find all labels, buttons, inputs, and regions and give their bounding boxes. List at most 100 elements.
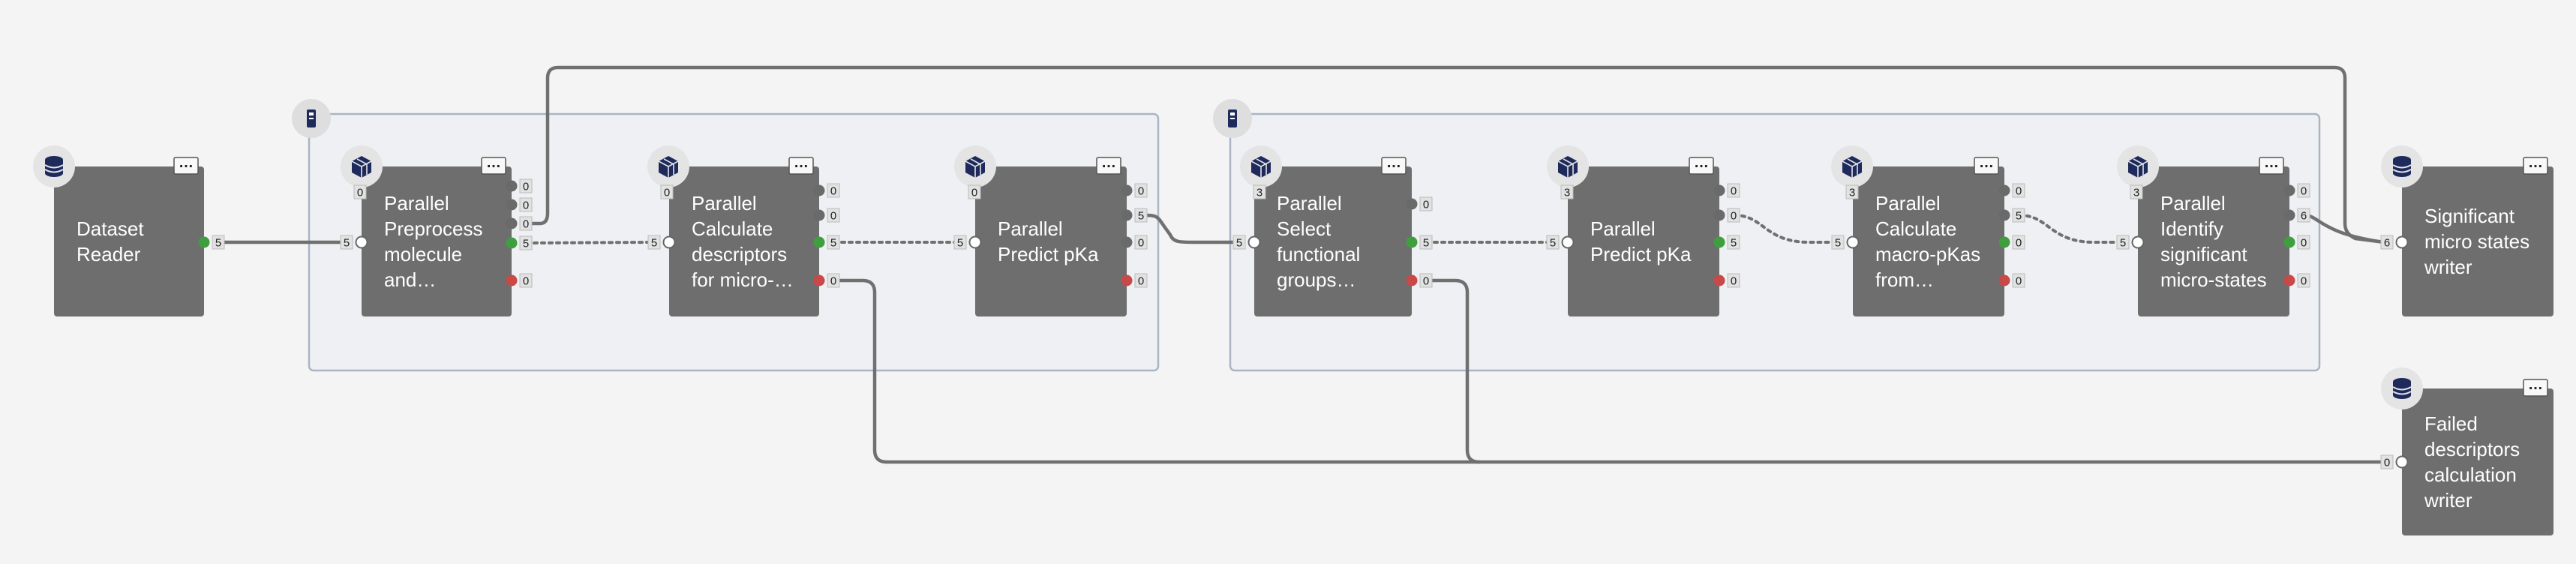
- node-label-line: Significant: [2424, 205, 2515, 227]
- output-port-green[interactable]: [1713, 236, 1725, 248]
- output-port-gray[interactable]: [1121, 184, 1133, 196]
- output-port-gray[interactable]: [1406, 198, 1418, 210]
- input-port[interactable]: [968, 236, 982, 249]
- output-count-label: 0: [1138, 185, 1144, 198]
- output-port-gray[interactable]: [2283, 184, 2295, 196]
- node-label-line: writer: [2424, 256, 2472, 278]
- node-menu-button[interactable]: [2259, 157, 2284, 175]
- output-port-gray[interactable]: [813, 184, 825, 196]
- output-count-box: [519, 236, 533, 250]
- node-body[interactable]: [2402, 166, 2553, 316]
- output-port-red[interactable]: [506, 274, 518, 286]
- output-count-label: 0: [830, 275, 836, 288]
- input-port[interactable]: [2395, 455, 2409, 469]
- node-body[interactable]: [1853, 166, 2004, 316]
- output-port-green[interactable]: [1406, 236, 1418, 248]
- output-port-green[interactable]: [1998, 236, 2010, 248]
- output-count-box: [1419, 196, 1433, 212]
- node-menu-button[interactable]: [481, 157, 506, 175]
- output-count-box: [1134, 235, 1148, 250]
- output-port-gray[interactable]: [506, 218, 518, 230]
- node-menu-button[interactable]: [2523, 379, 2548, 397]
- cube-edges: [1842, 158, 1863, 178]
- output-port-gray[interactable]: [1121, 209, 1133, 221]
- node-label-line: functional: [1277, 243, 1360, 266]
- output-port-gray[interactable]: [813, 209, 825, 221]
- node-label-line: Parallel: [1277, 192, 1342, 214]
- node-body[interactable]: [362, 166, 512, 316]
- node-label-line: for micro-…: [692, 268, 794, 291]
- node-menu-button[interactable]: [1096, 157, 1121, 175]
- output-port-gray[interactable]: [1121, 236, 1133, 248]
- node-body[interactable]: [1254, 166, 1412, 316]
- node-label-line: micro states: [2424, 230, 2529, 253]
- output-port-green[interactable]: [813, 236, 825, 248]
- output-port-gray[interactable]: [1998, 184, 2010, 196]
- icon-slot: [1230, 118, 1235, 119]
- node-body[interactable]: [975, 166, 1127, 316]
- output-port-gray[interactable]: [506, 199, 518, 211]
- dotted-connection: [525, 241, 653, 244]
- dotted-connection: [1733, 214, 1836, 244]
- input-port[interactable]: [355, 236, 368, 249]
- output-port-gray[interactable]: [1713, 209, 1725, 221]
- output-port-green[interactable]: [198, 236, 210, 248]
- cube-edges: [1557, 158, 1578, 178]
- output-port-gray[interactable]: [506, 180, 518, 192]
- node-menu-button[interactable]: [1689, 157, 1714, 175]
- output-port-green[interactable]: [2283, 236, 2295, 248]
- node-body[interactable]: [2138, 166, 2289, 316]
- output-count-label: 0: [1731, 210, 1737, 223]
- output-count-label: 0: [523, 218, 529, 231]
- output-port-gray[interactable]: [1998, 209, 2010, 221]
- input-port[interactable]: [2131, 236, 2145, 249]
- node-identify-states[interactable]: 3…ParallelIdentifysignificantmicro-state…: [2116, 146, 2310, 316]
- input-count-label: 5: [1550, 237, 1556, 250]
- output-count-label: 0: [2301, 237, 2307, 250]
- node-menu-button[interactable]: [173, 157, 199, 175]
- node-menu-button[interactable]: [788, 157, 814, 175]
- db-line: [2392, 391, 2412, 395]
- input-count-box: [647, 235, 661, 250]
- node-body[interactable]: [54, 166, 204, 316]
- input-port[interactable]: [1846, 236, 1860, 249]
- dotted-connection: [2018, 214, 2121, 244]
- icon-slot: [309, 118, 314, 119]
- output-port-red[interactable]: [1713, 274, 1725, 286]
- db-body: [2393, 382, 2411, 395]
- node-label-line: Predict pKa: [998, 243, 1099, 266]
- output-count-label: 0: [1731, 275, 1737, 288]
- output-count-box: [2297, 183, 2310, 198]
- node-menu-button[interactable]: [1974, 157, 1999, 175]
- output-port-gray[interactable]: [2283, 209, 2295, 221]
- output-port-red[interactable]: [813, 274, 825, 286]
- input-count-label: 5: [651, 237, 657, 250]
- input-port[interactable]: [2395, 236, 2409, 249]
- node-body[interactable]: [1568, 166, 1719, 316]
- node-menu-label: …: [2264, 154, 2279, 171]
- output-port-red[interactable]: [1406, 274, 1418, 286]
- output-port-gray[interactable]: [1713, 184, 1725, 196]
- output-port-red[interactable]: [1121, 274, 1133, 286]
- output-port-green[interactable]: [506, 237, 518, 249]
- output-port-red[interactable]: [1998, 274, 2010, 286]
- input-count-box: [2116, 235, 2130, 250]
- input-port[interactable]: [662, 236, 676, 249]
- node-body[interactable]: [669, 166, 819, 316]
- node-menu-button[interactable]: [1381, 157, 1407, 175]
- output-count-box: [519, 273, 533, 288]
- node-body[interactable]: [2402, 388, 2553, 536]
- input-port[interactable]: [1247, 236, 1261, 249]
- input-port[interactable]: [1561, 236, 1575, 249]
- node-menu-button[interactable]: [2523, 157, 2548, 175]
- output-port-red[interactable]: [2283, 274, 2295, 286]
